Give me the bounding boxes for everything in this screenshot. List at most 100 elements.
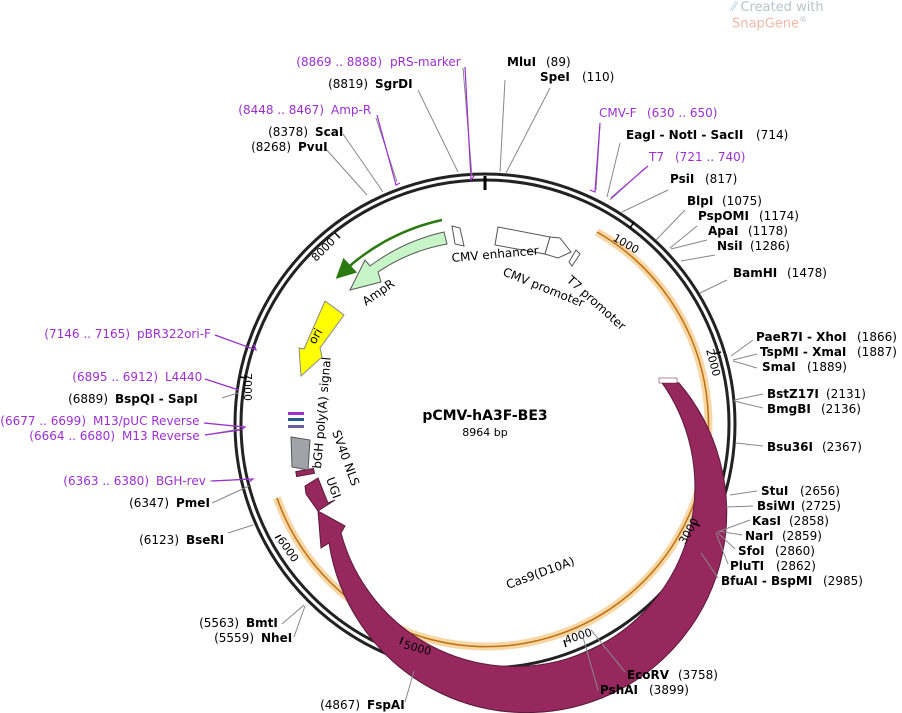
site-sfoi: SfoI	[738, 544, 765, 558]
site-fspai: FspAI	[367, 698, 405, 712]
plasmid-length: 8964 bp	[462, 426, 507, 439]
site-tspmi-xmai: TspMI - XmaI	[760, 345, 846, 359]
primer-l4440-pos: (6895 .. 6912)	[72, 370, 158, 384]
site-scai-pos: (8378)	[268, 125, 308, 139]
site-pluti-pos: (2862)	[776, 559, 816, 573]
site-bmgbi: BmgBI	[767, 402, 811, 416]
primer-pbr322ori-f: pBR322ori-F	[137, 327, 211, 341]
primer-m13puc-rev: M13/pUC Reverse	[93, 414, 200, 428]
primer-amp-r: Amp-R	[331, 103, 371, 117]
site-sfoi-pos: (2860)	[775, 544, 815, 558]
site-spei-pos: (110)	[582, 70, 614, 84]
site-paer7i-xhoi: PaeR7I - XhoI	[756, 330, 847, 344]
site-fspai-pos: (4867)	[320, 698, 360, 712]
ruler-ticks	[239, 221, 722, 648]
site-nsii-pos: (1286)	[750, 239, 790, 253]
right-site-labels: MluI (89) SpeI (110) CMV-F (630 .. 650) …	[507, 55, 897, 697]
site-bmti-pos: (5563)	[199, 616, 239, 630]
site-pmei: PmeI	[176, 496, 210, 510]
watermark-brand: SnapGene	[732, 16, 800, 32]
site-nhei: NheI	[261, 631, 292, 645]
primer-prs-marker-pos: (8869 .. 8888)	[296, 55, 382, 69]
site-apai-pos: (1178)	[748, 224, 788, 238]
left-site-labels: (8869 .. 8888) pRS-marker (8819) SgrDI (…	[0, 55, 460, 712]
site-nhei-pos: (5559)	[214, 631, 254, 645]
feature-label-bgh-polya: bGH poly(A) signal	[310, 356, 334, 469]
site-psii-pos: (817)	[705, 172, 737, 186]
site-bmti: BmtI	[246, 616, 278, 630]
site-stui-pos: (2656)	[800, 484, 840, 498]
cmv-promoter-feature	[544, 236, 572, 259]
primer-m13-rev-pos: (6664 .. 6680)	[29, 429, 115, 443]
primer-cmv-f-pos: (630 .. 650)	[647, 106, 717, 120]
site-sgrdi: SgrDI	[375, 77, 413, 91]
primer-m13puc-rev-pos: (6677 .. 6699)	[0, 414, 86, 428]
site-bfuai-bspmi: BfuAI - BspMI	[721, 574, 812, 588]
site-smai-pos: (1889)	[807, 360, 847, 374]
snapgene-logo-icon: ⁄⁄	[732, 0, 741, 15]
primer-cmv-f: CMV-F	[599, 106, 637, 120]
watermark: ⁄⁄ Created with SnapGene®	[732, 0, 902, 31]
site-kasi: KasI	[752, 514, 781, 528]
ori-feature-arrow	[298, 300, 345, 378]
site-pspomi: PspOMI	[698, 209, 749, 223]
site-mlui: MluI	[507, 55, 536, 69]
feature-label-cmv-enhancer: CMV enhancer	[451, 243, 539, 265]
site-pshai-pos: (3899)	[649, 683, 689, 697]
site-spei: SpeI	[540, 70, 570, 84]
site-pvui-pos: (8268)	[251, 140, 291, 154]
site-bfuai-pos: (2985)	[823, 574, 863, 588]
primer-marks-left	[288, 412, 304, 415]
site-eagi-pos: (714)	[756, 128, 788, 142]
feature-label-ugi: UGI	[323, 475, 344, 500]
site-bsu36i-pos: (2367)	[822, 440, 862, 454]
sv40-nls-feature	[295, 467, 315, 478]
site-paer7i-pos: (1866)	[857, 330, 897, 344]
primer-marks-left-2	[288, 418, 304, 421]
primer-amp-r-pos: (8448 .. 8467)	[238, 103, 324, 117]
site-ecorv: EcoRV	[627, 668, 670, 682]
site-bseri: BseRI	[186, 533, 224, 547]
feature-label-ori: ori	[305, 326, 325, 347]
primer-bgh-rev: BGH-rev	[156, 474, 206, 488]
site-blpi-pos: (1075)	[722, 194, 762, 208]
site-bstz17i: BstZ17I	[767, 387, 819, 401]
site-stui: StuI	[761, 484, 788, 498]
feature-label-cas9: Cas9(D10A)	[504, 554, 576, 592]
site-apai: ApaI	[708, 224, 738, 238]
site-nari-pos: (2859)	[782, 529, 822, 543]
site-bspqi-sapi: BspQI - SapI	[115, 392, 198, 406]
site-nsii: NsiI	[717, 239, 743, 253]
primer-t7: T7	[648, 150, 664, 164]
site-nari: NarI	[745, 529, 774, 543]
site-eagi-noti-sacii: EagI - NotI - SacII	[626, 128, 743, 142]
site-kasi-pos: (2858)	[789, 514, 829, 528]
primer-t7-pos: (721 .. 740)	[675, 150, 745, 164]
site-bamhi: BamHI	[733, 266, 777, 280]
site-smai: SmaI	[762, 360, 796, 374]
primer-marks-left-3	[288, 425, 304, 428]
site-blpi: BlpI	[687, 194, 713, 208]
site-bstz17i-pos: (2131)	[826, 387, 866, 401]
watermark-prefix: Created with	[740, 0, 824, 15]
site-tspmi-pos: (1887)	[857, 345, 897, 359]
site-mlui-pos: (89)	[546, 55, 571, 69]
site-sgrdi-pos: (8819)	[328, 77, 368, 91]
ampr-feature-arrow	[349, 231, 448, 291]
primer-leaders	[203, 66, 649, 483]
cas9-feature-arrow	[317, 379, 728, 713]
t7-promoter-feature	[568, 249, 581, 267]
plasmid-name: pCMV-hA3F-BE3	[422, 408, 547, 424]
tick-8000: 8000	[309, 235, 338, 264]
ampr-primer-green	[335, 218, 443, 279]
site-bamhi-pos: (1478)	[787, 266, 827, 280]
site-bmgbi-pos: (2136)	[821, 402, 861, 416]
tick-7000: 7000	[241, 373, 254, 401]
site-bseri-pos: (6123)	[139, 533, 179, 547]
site-bspqi-pos: (6889)	[68, 392, 108, 406]
watermark-reg: ®	[799, 15, 808, 24]
site-pspomi-pos: (1174)	[759, 209, 799, 223]
site-ecorv-pos: (3758)	[678, 668, 718, 682]
